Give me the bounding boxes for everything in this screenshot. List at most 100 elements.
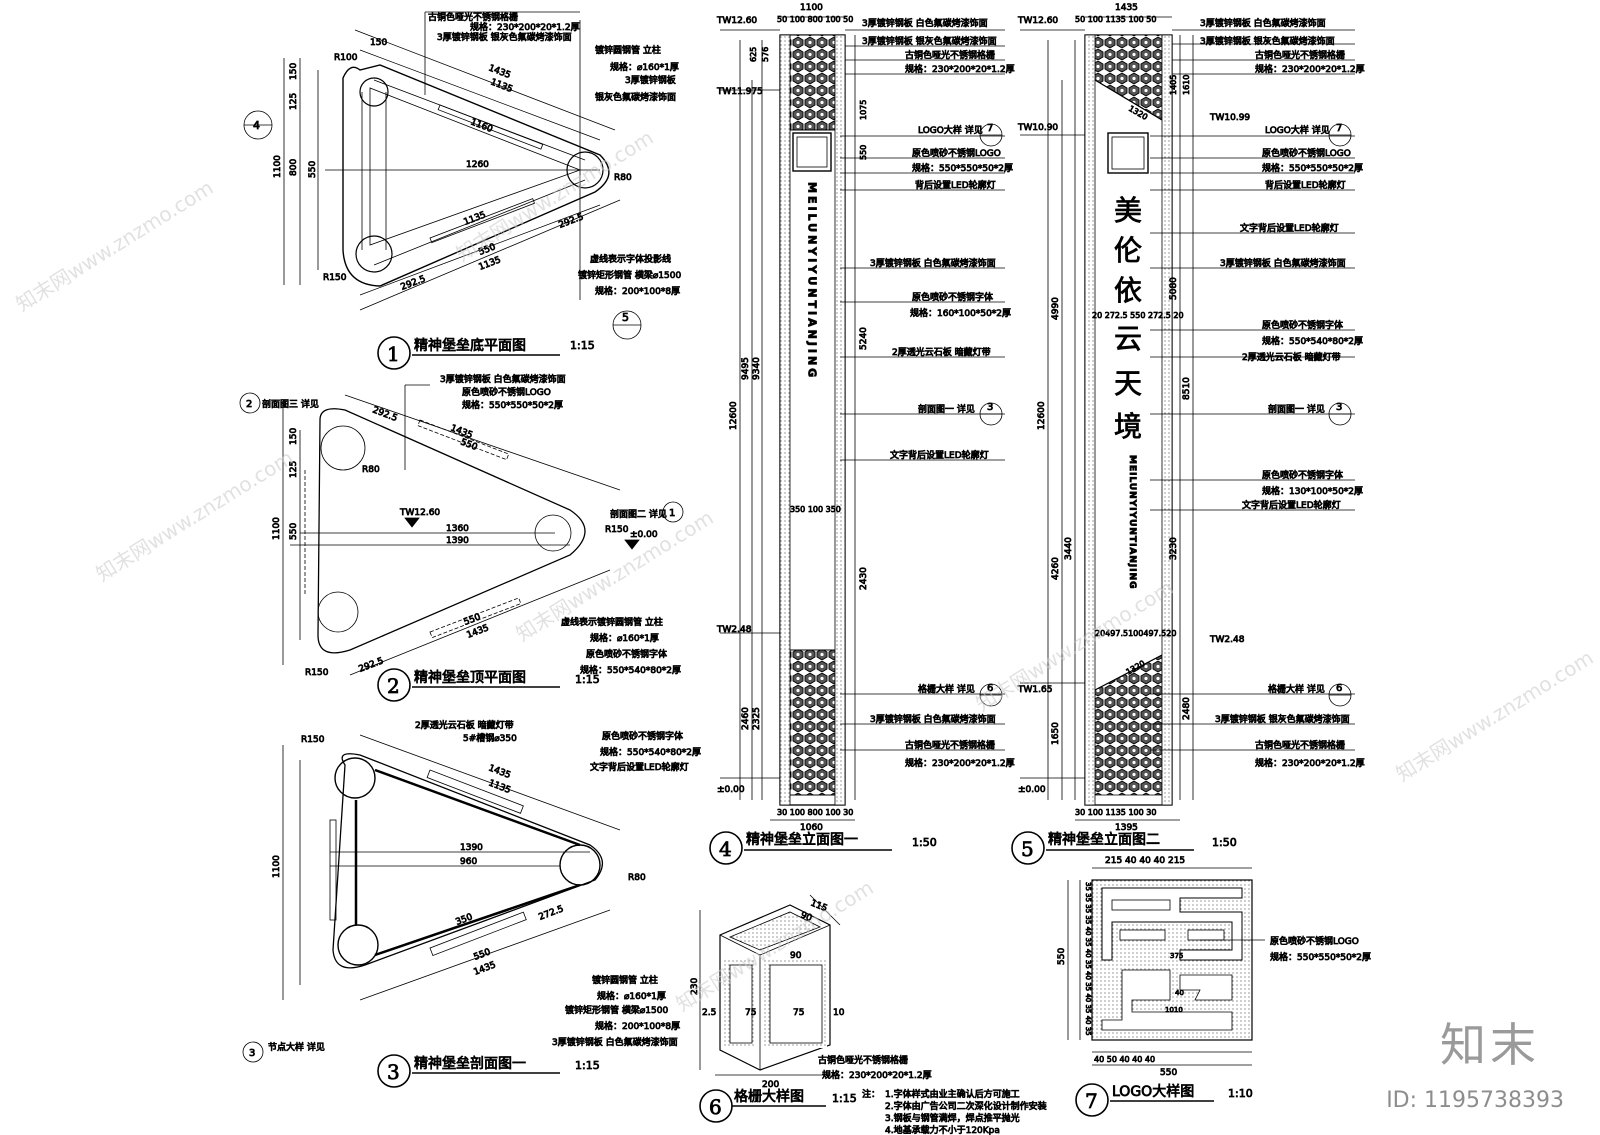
plan1-title-number: 1 <box>387 342 400 366</box>
grid-dim-230: 230 <box>690 978 700 995</box>
sec1-note-led: 文字背后设置LED轮廓灯 <box>590 761 689 773</box>
elev2-note-led3: 文字背后设置LED轮廓灯 <box>1242 499 1341 511</box>
elev2-ref-7: 7 <box>1336 123 1342 134</box>
elev1-level-11975: TW11.975 <box>716 87 763 97</box>
plan2-note-sec2: 剖面图二 详见 <box>610 508 667 520</box>
elev2-char-1: 美 <box>1114 194 1142 227</box>
logo-dim-bottom-split: 40 50 40 40 40 <box>1094 1055 1155 1064</box>
elev2-dim-bot: 1395 <box>1115 823 1138 833</box>
plan2-note-sec3: 剖面图三 详见 <box>262 398 319 410</box>
sec1-note-beam-spec: 规格：200*100*8厚 <box>595 1020 680 1032</box>
plan1-dim-1135: 1135 <box>489 77 514 95</box>
elev1-note-grille: 古铜色哑光不锈钢格栅 <box>905 49 995 61</box>
plan2-dim-150: 150 <box>289 428 299 445</box>
sec1-note-beam: 镀锌矩形钢管 横梁⌀1500 <box>565 1004 668 1016</box>
elev2-level-0: ±0.00 <box>1018 785 1046 795</box>
plan2-dim-r80: R80 <box>362 465 380 475</box>
grid-dim-10: 10 <box>833 1008 845 1018</box>
plan1-note-grille-spec: 规格：230*200*20*1.2厚 <box>470 21 580 33</box>
elev2-char-5: 天 <box>1114 367 1142 400</box>
elev2-char-6: 境 <box>1114 410 1142 443</box>
notes-line-2: 2.字体由广告公司二次深化设计制作安装 <box>885 1100 1047 1112</box>
elev1-dim-625: 625 <box>749 47 758 62</box>
grid-title-number: 6 <box>709 1095 722 1119</box>
section1-title-number: 3 <box>387 1060 400 1084</box>
notes-line-4: 4.地基承载力不小于120Kpa <box>885 1124 1000 1135</box>
elev2-dim-top-split: 50 100 1135 100 50 <box>1075 15 1156 24</box>
elev2-note-logo-spec: 规格：550*550*50*2厚 <box>1262 162 1363 174</box>
plan2-title-circle <box>377 668 411 702</box>
elev1-dim-9340: 9340 <box>752 357 762 380</box>
plan2-dim-550v: 550 <box>289 523 299 540</box>
plan2-note-pipe: 虚线表示镀锌圆钢管 立柱 <box>561 616 663 628</box>
sec1-dim-272: 272.5 <box>537 904 565 923</box>
elev2-level-1099: TW10.99 <box>1209 113 1250 123</box>
elev1-note-stone: 2厚透光云石板 暗藏灯带 <box>892 346 991 358</box>
elev2-dim-top: 1435 <box>1115 3 1138 13</box>
elev2-note-plate: 3厚镀锌钢板 白色氟碳烤漆饰面 <box>1200 17 1326 29</box>
plan1-dim-r80: R80 <box>614 173 632 183</box>
elev2-char-2: 伦 <box>1114 234 1142 267</box>
plan2-note-logo-spec: 规格：550*550*50*2厚 <box>462 399 563 411</box>
logo-title-number: 7 <box>1085 1089 1098 1113</box>
elev1-level-248: TW2.48 <box>716 625 752 635</box>
plan1-note-beam: 镀锌矩形钢管 横梁⌀1500 <box>578 269 681 281</box>
elev1-note-plate3: 3厚镀锌钢板 白色氟碳烤漆饰面 <box>870 257 996 269</box>
grid-dim-75b: 75 <box>793 1008 804 1018</box>
elev1-level-1260: TW12.60 <box>716 16 757 26</box>
section1-view <box>242 734 621 1063</box>
elev1-note-led2: 文字背后设置LED轮廓灯 <box>890 449 989 461</box>
sec1-note-stone: 2厚透光云石板 暗藏灯带 <box>415 719 514 731</box>
grid-dim-90b: 90 <box>790 951 802 961</box>
brand-logo: 知末 <box>1440 1018 1540 1072</box>
elev2-level-1090: TW10.90 <box>1017 123 1058 133</box>
plan1-dim-150: 150 <box>289 63 299 80</box>
elev2-note-grille: 古铜色哑光不锈钢格栅 <box>1255 49 1345 61</box>
elev1-note-plate4: 3厚镀锌钢板 白色氟碳烤漆饰面 <box>870 713 996 725</box>
elev2-note-grille-spec: 规格：230*200*20*1.2厚 <box>1255 63 1365 75</box>
sec1-dim-550: 550 <box>472 947 492 963</box>
elev1-dim-top-split: 50 100 800 100 50 <box>777 15 853 24</box>
elevation2-title: 精神堡垒立面图二 <box>1048 832 1160 848</box>
plan1-dim-r150: R150 <box>323 273 347 283</box>
elevation1-title: 精神堡垒立面图一 <box>746 832 858 848</box>
sec1-note-plate: 3厚镀锌钢板 白色氟碳烤漆饰面 <box>552 1036 678 1048</box>
plan1-dim-150b: 150 <box>370 38 387 48</box>
plan2-note-font-spec: 规格：550*540*80*2厚 <box>580 664 681 676</box>
elev2-dim-1610: 1610 <box>1182 75 1191 95</box>
logo-dim-1010: 1010 <box>1165 1006 1183 1014</box>
elev2-note-logo-ref: LOGO大样 详见 <box>1265 124 1330 136</box>
elevation1-title-number: 4 <box>719 837 732 861</box>
elevation2-title-number: 5 <box>1021 837 1034 861</box>
elev2-note-grille2-spec: 规格：230*200*20*1.2厚 <box>1255 757 1365 769</box>
plan2-title-number: 2 <box>387 674 400 698</box>
elev2-ref-6: 6 <box>1336 683 1342 694</box>
sec1-dim-r150: R150 <box>301 735 325 745</box>
notes-line-1: 1.字体样式由业主确认后方可施工 <box>885 1088 1020 1100</box>
plan1-dim-125: 125 <box>289 93 299 110</box>
plan1-dim-550v: 550 <box>308 161 318 178</box>
elev2-dim-bot-split: 30 100 1135 100 30 <box>1075 808 1156 817</box>
elev2-note-grid-ref: 格栅大样 详见 <box>1268 683 1325 695</box>
elev1-dim-top: 1100 <box>800 3 823 13</box>
elev1-note-led: 背后设置LED轮廓灯 <box>915 179 996 191</box>
section1-scale: 1:15 <box>575 1059 600 1072</box>
elev1-note-grille2: 古铜色哑光不锈钢格栅 <box>905 739 995 751</box>
elevation1-view <box>720 16 1005 821</box>
logo-scale: 1:10 <box>1228 1087 1253 1100</box>
elev1-note-plate: 3厚镀锌钢板 白色氟碳烤漆饰面 <box>862 17 988 29</box>
grid-detail-view <box>699 894 841 1076</box>
elev2-dim-2480: 2480 <box>1182 697 1192 720</box>
elev1-note-grille2-spec: 规格：230*200*20*1.2厚 <box>905 757 1015 769</box>
plan2-scale: 1:15 <box>575 673 600 686</box>
elev2-dim-12600: 12600 <box>1037 401 1047 430</box>
plan2-level-zero: ±0.00 <box>630 530 658 540</box>
elev1-ref-3: 3 <box>987 402 993 413</box>
logo-dim-375: 375 <box>1170 952 1183 960</box>
logo-title-circle <box>1075 1083 1109 1117</box>
plan2-dim-125: 125 <box>289 461 299 478</box>
logo-dim-40: 40 <box>1175 989 1184 997</box>
plan1-title-circle <box>377 336 411 370</box>
logo-title: LOGO大样图 <box>1112 1084 1194 1100</box>
elev1-note-logo-ref: LOGO大样 详见 <box>918 124 983 136</box>
